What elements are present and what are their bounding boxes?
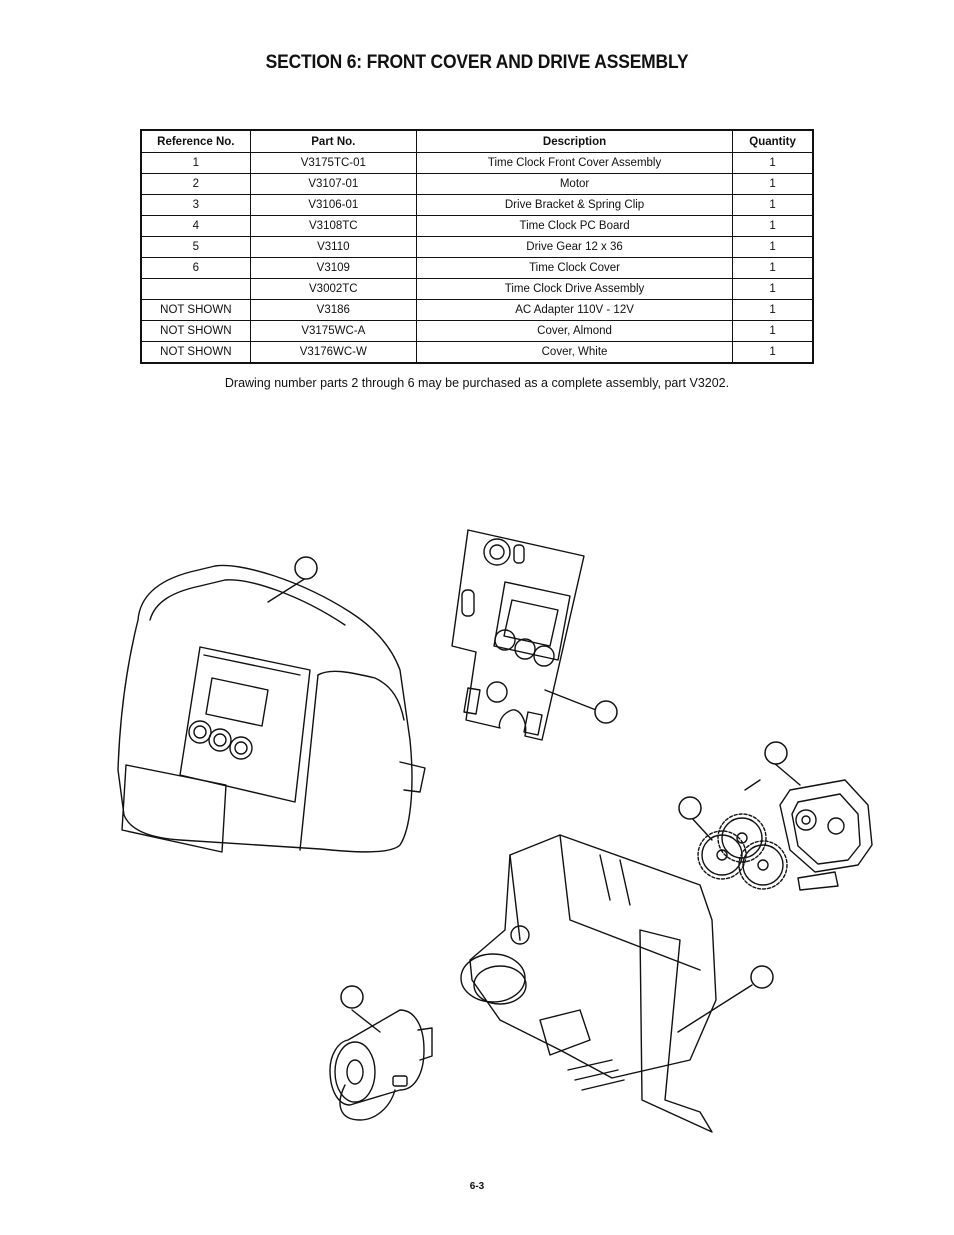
header-part-no: Part No. — [249, 129, 417, 153]
cell-quantity: 1 — [732, 341, 814, 364]
cell-description: Time Clock PC Board — [415, 215, 734, 237]
cell-description: Drive Gear 12 x 36 — [415, 236, 734, 258]
cell-part-no: V3109 — [249, 257, 417, 279]
cell-reference-no: 2 — [140, 173, 251, 195]
callout-circle — [341, 986, 363, 1008]
cell-reference-no: NOT SHOWN — [140, 299, 251, 321]
cell-description: Cover, Almond — [415, 320, 734, 342]
header-description: Description — [415, 129, 734, 153]
cell-description: Drive Bracket & Spring Clip — [415, 194, 734, 216]
table-row: 4 V3108TC Time Clock PC Board 1 — [140, 215, 814, 237]
callout-circle — [595, 701, 617, 723]
cell-reference-no: 1 — [140, 152, 251, 174]
cell-quantity: 1 — [732, 299, 814, 321]
header-quantity: Quantity — [732, 129, 814, 153]
callout-leaders — [268, 578, 800, 1032]
exploded-view-drawing — [0, 500, 954, 1160]
time-clock-cover-drawing — [780, 780, 872, 890]
cell-description: Time Clock Cover — [415, 257, 734, 279]
cell-part-no: V3110 — [249, 236, 417, 258]
header-reference-no: Reference No. — [140, 129, 251, 153]
cell-quantity: 1 — [732, 215, 814, 237]
callout-circle — [295, 557, 317, 579]
callout-circles — [295, 557, 787, 1008]
table-row: V3002TC Time Clock Drive Assembly 1 — [140, 278, 814, 300]
cell-reference-no: NOT SHOWN — [140, 320, 251, 342]
cell-quantity: 1 — [732, 236, 814, 258]
callout-circle — [765, 742, 787, 764]
cell-part-no: V3107-01 — [249, 173, 417, 195]
cell-part-no: V3186 — [249, 299, 417, 321]
table-row: NOT SHOWN V3186 AC Adapter 110V - 12V 1 — [140, 299, 814, 321]
cell-part-no: V3175TC-01 — [249, 152, 417, 174]
table-header-row: Reference No. Part No. Description Quant… — [140, 129, 814, 153]
table-row: NOT SHOWN V3175WC-A Cover, Almond 1 — [140, 320, 814, 342]
callout-circle — [679, 797, 701, 819]
cell-part-no: V3175WC-A — [249, 320, 417, 342]
cell-quantity: 1 — [732, 257, 814, 279]
motor-drawing — [330, 1010, 432, 1120]
cell-quantity: 1 — [732, 173, 814, 195]
drive-bracket-drawing — [461, 835, 716, 1132]
table-row: 5 V3110 Drive Gear 12 x 36 1 — [140, 236, 814, 258]
page-number: 6-3 — [469, 1181, 485, 1192]
table-row: 3 V3106-01 Drive Bracket & Spring Clip 1 — [140, 194, 814, 216]
pc-board-drawing — [452, 530, 584, 740]
cell-reference-no — [140, 278, 251, 300]
callout-circle — [751, 966, 773, 988]
cell-description: Cover, White — [415, 341, 734, 364]
cell-quantity: 1 — [732, 320, 814, 342]
cell-description: Time Clock Front Cover Assembly — [415, 152, 734, 174]
parts-table: Reference No. Part No. Description Quant… — [140, 129, 814, 364]
table-row: 6 V3109 Time Clock Cover 1 — [140, 257, 814, 279]
cell-reference-no: 6 — [140, 257, 251, 279]
cell-quantity: 1 — [732, 278, 814, 300]
cell-part-no: V3176WC-W — [249, 341, 417, 364]
table-row: 1 V3175TC-01 Time Clock Front Cover Asse… — [140, 152, 814, 174]
front-cover-drawing — [118, 565, 425, 852]
cell-quantity: 1 — [732, 152, 814, 174]
cell-description: Motor — [415, 173, 734, 195]
page-title: SECTION 6: FRONT COVER AND DRIVE ASSEMBL… — [265, 52, 689, 73]
cell-reference-no: 4 — [140, 215, 251, 237]
drive-gears-drawing — [698, 814, 787, 889]
cell-part-no: V3108TC — [249, 215, 417, 237]
table-row: NOT SHOWN V3176WC-W Cover, White 1 — [140, 341, 814, 364]
cell-description: AC Adapter 110V - 12V — [415, 299, 734, 321]
cell-part-no: V3106-01 — [249, 194, 417, 216]
assembly-note: Drawing number parts 2 through 6 may be … — [224, 376, 730, 390]
cell-reference-no: 3 — [140, 194, 251, 216]
cell-description: Time Clock Drive Assembly — [415, 278, 734, 300]
cell-reference-no: 5 — [140, 236, 251, 258]
table-row: 2 V3107-01 Motor 1 — [140, 173, 814, 195]
cell-reference-no: NOT SHOWN — [140, 341, 251, 364]
cell-quantity: 1 — [732, 194, 814, 216]
cell-part-no: V3002TC — [249, 278, 417, 300]
